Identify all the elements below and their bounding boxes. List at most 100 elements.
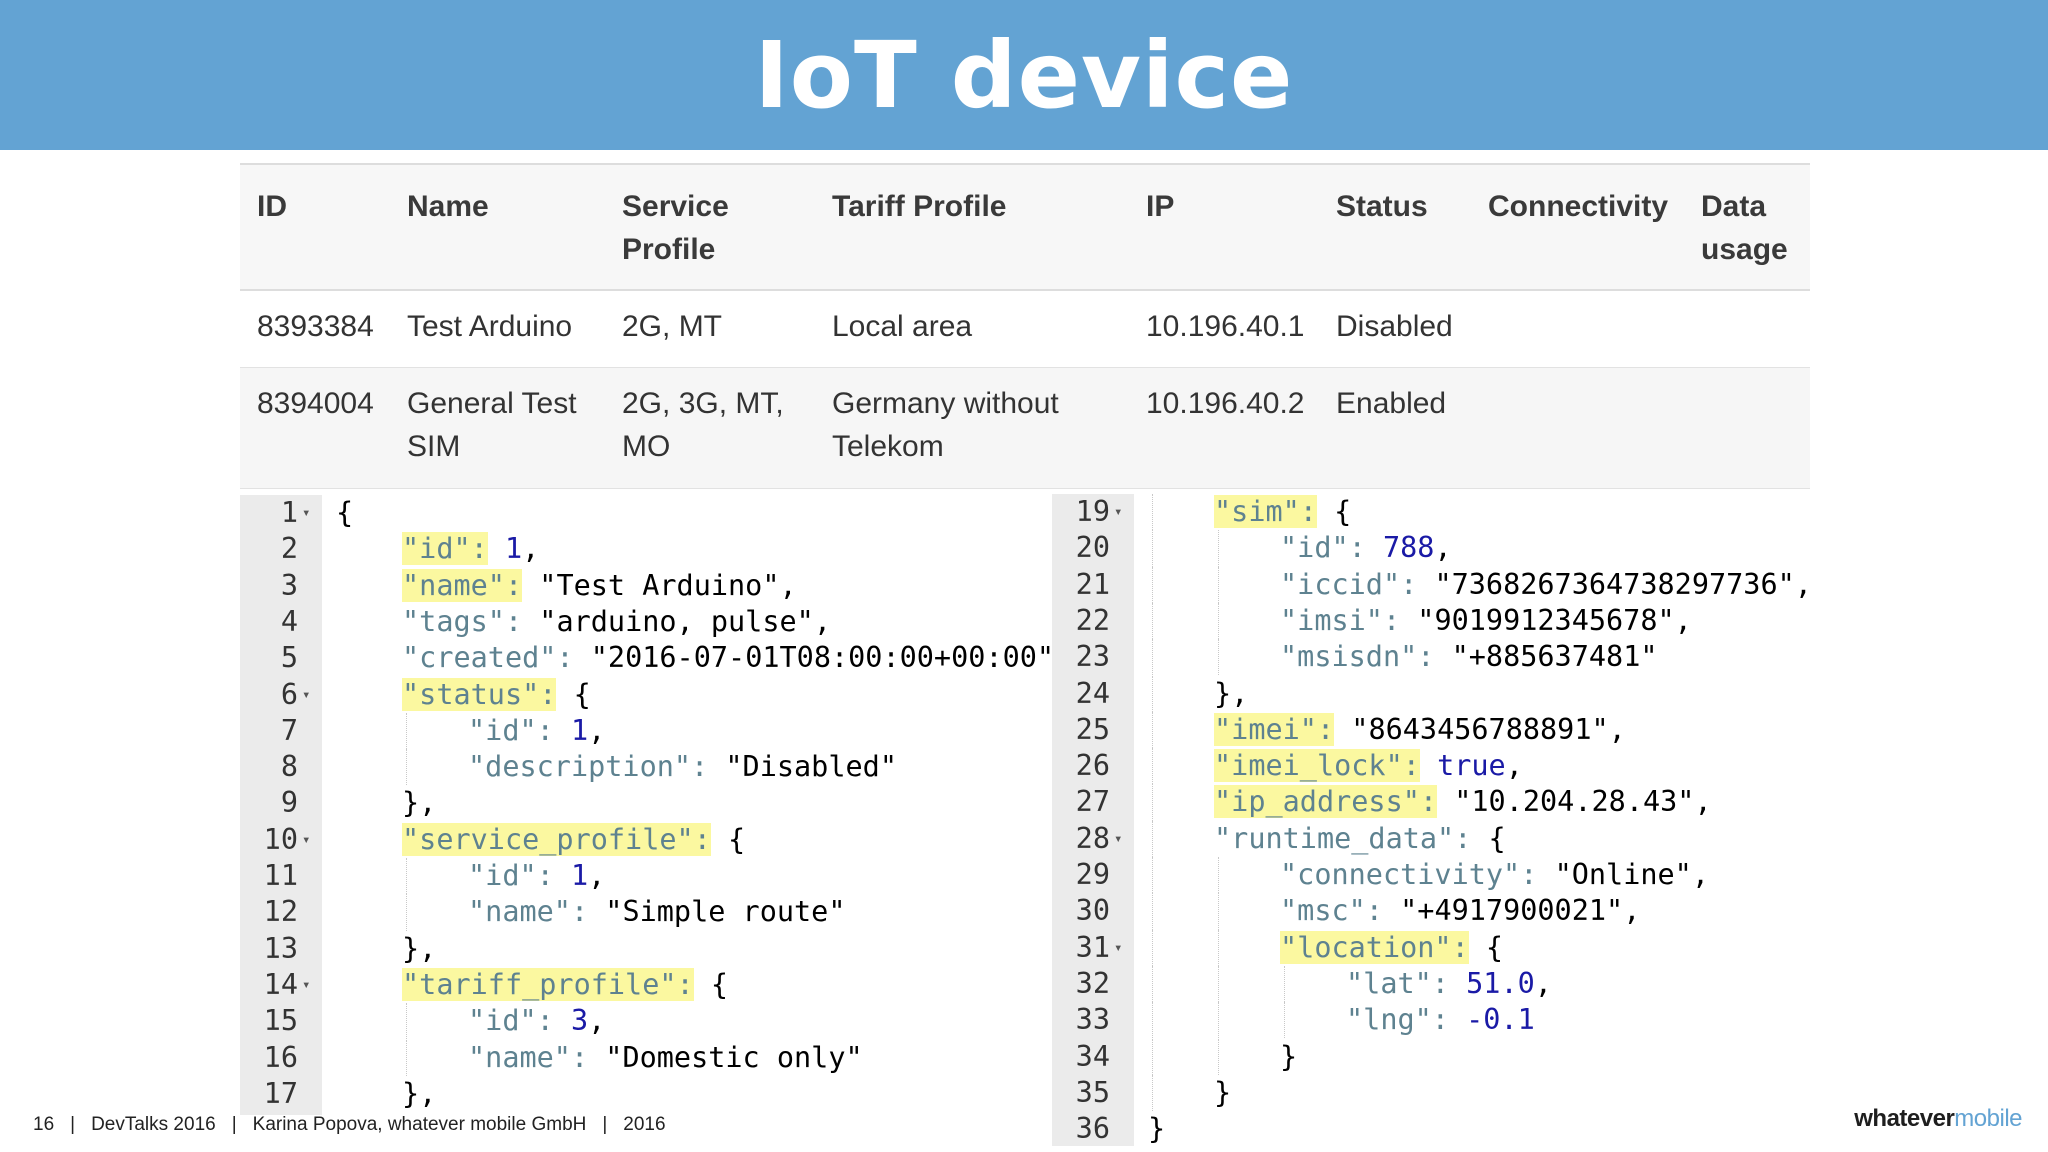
indent-guide xyxy=(406,749,407,786)
line-number: 29 xyxy=(1075,858,1110,891)
code-string: "Domestic only" xyxy=(605,1040,863,1074)
fold-toggle-icon[interactable]: ▾ xyxy=(1114,504,1123,520)
code-key: "msc": xyxy=(1280,894,1383,928)
code-key: "id": xyxy=(1280,531,1366,565)
code-line: 30"msc": "+4917900021", xyxy=(1052,893,1864,930)
code-key: "msisdn": xyxy=(1280,640,1435,674)
code-punct xyxy=(588,1041,605,1074)
code-punct: }, xyxy=(402,786,437,820)
code-text: "iccid": "7368267364738297736", xyxy=(1280,567,1812,603)
line-number: 13 xyxy=(263,931,298,965)
code-key: "id": xyxy=(468,713,554,747)
fold-toggle-icon[interactable]: ▾ xyxy=(1114,939,1123,956)
code-line: 36} xyxy=(1052,1111,1864,1147)
code-punct xyxy=(1417,568,1434,601)
line-number: 32 xyxy=(1075,966,1110,1000)
indent-guide xyxy=(1218,1002,1219,1039)
code-string: "8643456788891" xyxy=(1351,712,1609,746)
code-punct xyxy=(522,605,539,638)
code-punct xyxy=(1334,713,1351,746)
code-punct xyxy=(488,532,505,565)
code-text: "imsi": "9019912345678", xyxy=(1280,603,1692,639)
line-number: 36 xyxy=(1075,1112,1110,1146)
device-table: ID Name Service Profile Tariff Profile I… xyxy=(240,163,1810,489)
code-punct: { xyxy=(693,967,729,1001)
col-header-tariff-profile[interactable]: Tariff Profile xyxy=(815,163,1129,291)
footer-year: 2016 xyxy=(623,1114,666,1135)
col-header-service-profile[interactable]: Service Profile xyxy=(605,163,815,291)
json-code-panel-right[interactable]: 19▾"sim": {20"id": 788,21"iccid": "73682… xyxy=(1052,494,1864,1146)
col-header-ip[interactable]: IP xyxy=(1129,163,1319,291)
code-text: "connectivity": "Online", xyxy=(1280,857,1709,893)
fold-toggle-icon[interactable]: ▾ xyxy=(302,831,311,848)
col-header-name[interactable]: Name xyxy=(390,163,605,291)
code-line: 29 "connectivity": "Online", xyxy=(1052,857,1864,894)
code-line: 21"iccid": "7368267364738297736", xyxy=(1052,566,1864,603)
indent-guide xyxy=(1152,965,1153,1003)
json-code-panel-left[interactable]: 1▾{2"id": 1,3"name": "Test Arduino",4"ta… xyxy=(240,495,1071,1115)
line-number: 11 xyxy=(263,859,298,892)
code-line: 33"lng": -0.1 xyxy=(1052,1002,1864,1039)
code-key: "sim": xyxy=(1214,495,1317,528)
code-string: "7368267364738297736" xyxy=(1434,567,1795,601)
col-header-data-usage[interactable]: Data usage xyxy=(1684,163,1810,291)
table-row[interactable]: 8393384 Test Arduino 2G, MT Local area 1… xyxy=(240,290,1810,368)
code-line: 27"ip_address": "10.204.28.43", xyxy=(1052,784,1864,821)
code-punct xyxy=(1400,604,1417,637)
code-text: "id": 3, xyxy=(468,1003,605,1039)
slide-footer: 16|DevTalks 2016|Karina Popova, whatever… xyxy=(33,1114,666,1136)
code-line: 4"tags": "arduino, pulse", xyxy=(240,604,1045,640)
code-text: "imei_lock": true, xyxy=(1214,748,1523,784)
indent-guide xyxy=(406,1003,407,1040)
code-punct xyxy=(1420,749,1437,782)
code-key: "service_profile": xyxy=(402,822,711,856)
line-number: 34 xyxy=(1075,1039,1110,1073)
code-key: "lat": xyxy=(1346,966,1449,1000)
code-line: 31▾"location": { xyxy=(1052,929,1864,966)
code-punct: , xyxy=(779,568,797,602)
code-line: 7"id": 1, xyxy=(240,712,1045,750)
code-text: }, xyxy=(402,1076,436,1112)
code-punct xyxy=(554,1004,571,1037)
indent-guide xyxy=(1284,965,1285,1003)
indent-guide xyxy=(1218,566,1219,603)
indent-guide xyxy=(1152,748,1153,785)
cell-tariff-profile: Germany without Telekom xyxy=(815,367,1129,489)
fold-toggle-icon[interactable]: ▾ xyxy=(1114,830,1123,847)
code-value: 1 xyxy=(570,859,589,892)
code-punct xyxy=(574,641,591,674)
line-number: 7 xyxy=(280,713,298,747)
code-text: "created": "2016-07-01T08:00:00+00:00", xyxy=(402,640,1071,676)
code-punct: } xyxy=(1214,1075,1232,1109)
line-number: 20 xyxy=(1075,531,1110,565)
code-text: } xyxy=(1280,1039,1297,1075)
line-number: 22 xyxy=(1075,603,1110,637)
code-string: "10.204.28.43" xyxy=(1454,785,1695,819)
indent-guide xyxy=(1218,530,1219,567)
code-text: "lng": -0.1 xyxy=(1346,1002,1535,1038)
code-text: "description": "Disabled" xyxy=(468,749,897,785)
indent-guide xyxy=(1284,1002,1285,1039)
col-header-connectivity[interactable]: Connectivity xyxy=(1471,163,1684,291)
code-key: "status": xyxy=(402,677,557,711)
indent-guide xyxy=(406,712,407,750)
line-number: 15 xyxy=(263,1004,298,1038)
col-header-status[interactable]: Status xyxy=(1319,163,1471,291)
code-punct: , xyxy=(1434,531,1452,565)
line-number: 25 xyxy=(1075,712,1110,746)
indent-guide xyxy=(406,858,407,895)
fold-toggle-icon[interactable]: ▾ xyxy=(302,505,311,521)
fold-toggle-icon[interactable]: ▾ xyxy=(302,976,311,993)
line-number: 23 xyxy=(1075,640,1110,674)
code-text: "sim": { xyxy=(1214,494,1351,530)
code-text: "name": "Domestic only" xyxy=(468,1040,863,1076)
table-row[interactable]: 8394004 General Test SIM 2G, 3G, MT, MO … xyxy=(240,367,1810,489)
code-punct: , xyxy=(1691,858,1710,891)
code-punct: { xyxy=(556,677,591,711)
col-header-id[interactable]: ID xyxy=(240,163,390,291)
brand-logo: whatevermobile xyxy=(1854,1105,2022,1133)
code-key: "name": xyxy=(468,895,589,929)
code-value: true xyxy=(1437,749,1506,783)
fold-toggle-icon[interactable]: ▾ xyxy=(302,686,311,703)
line-number: 9 xyxy=(280,786,298,820)
